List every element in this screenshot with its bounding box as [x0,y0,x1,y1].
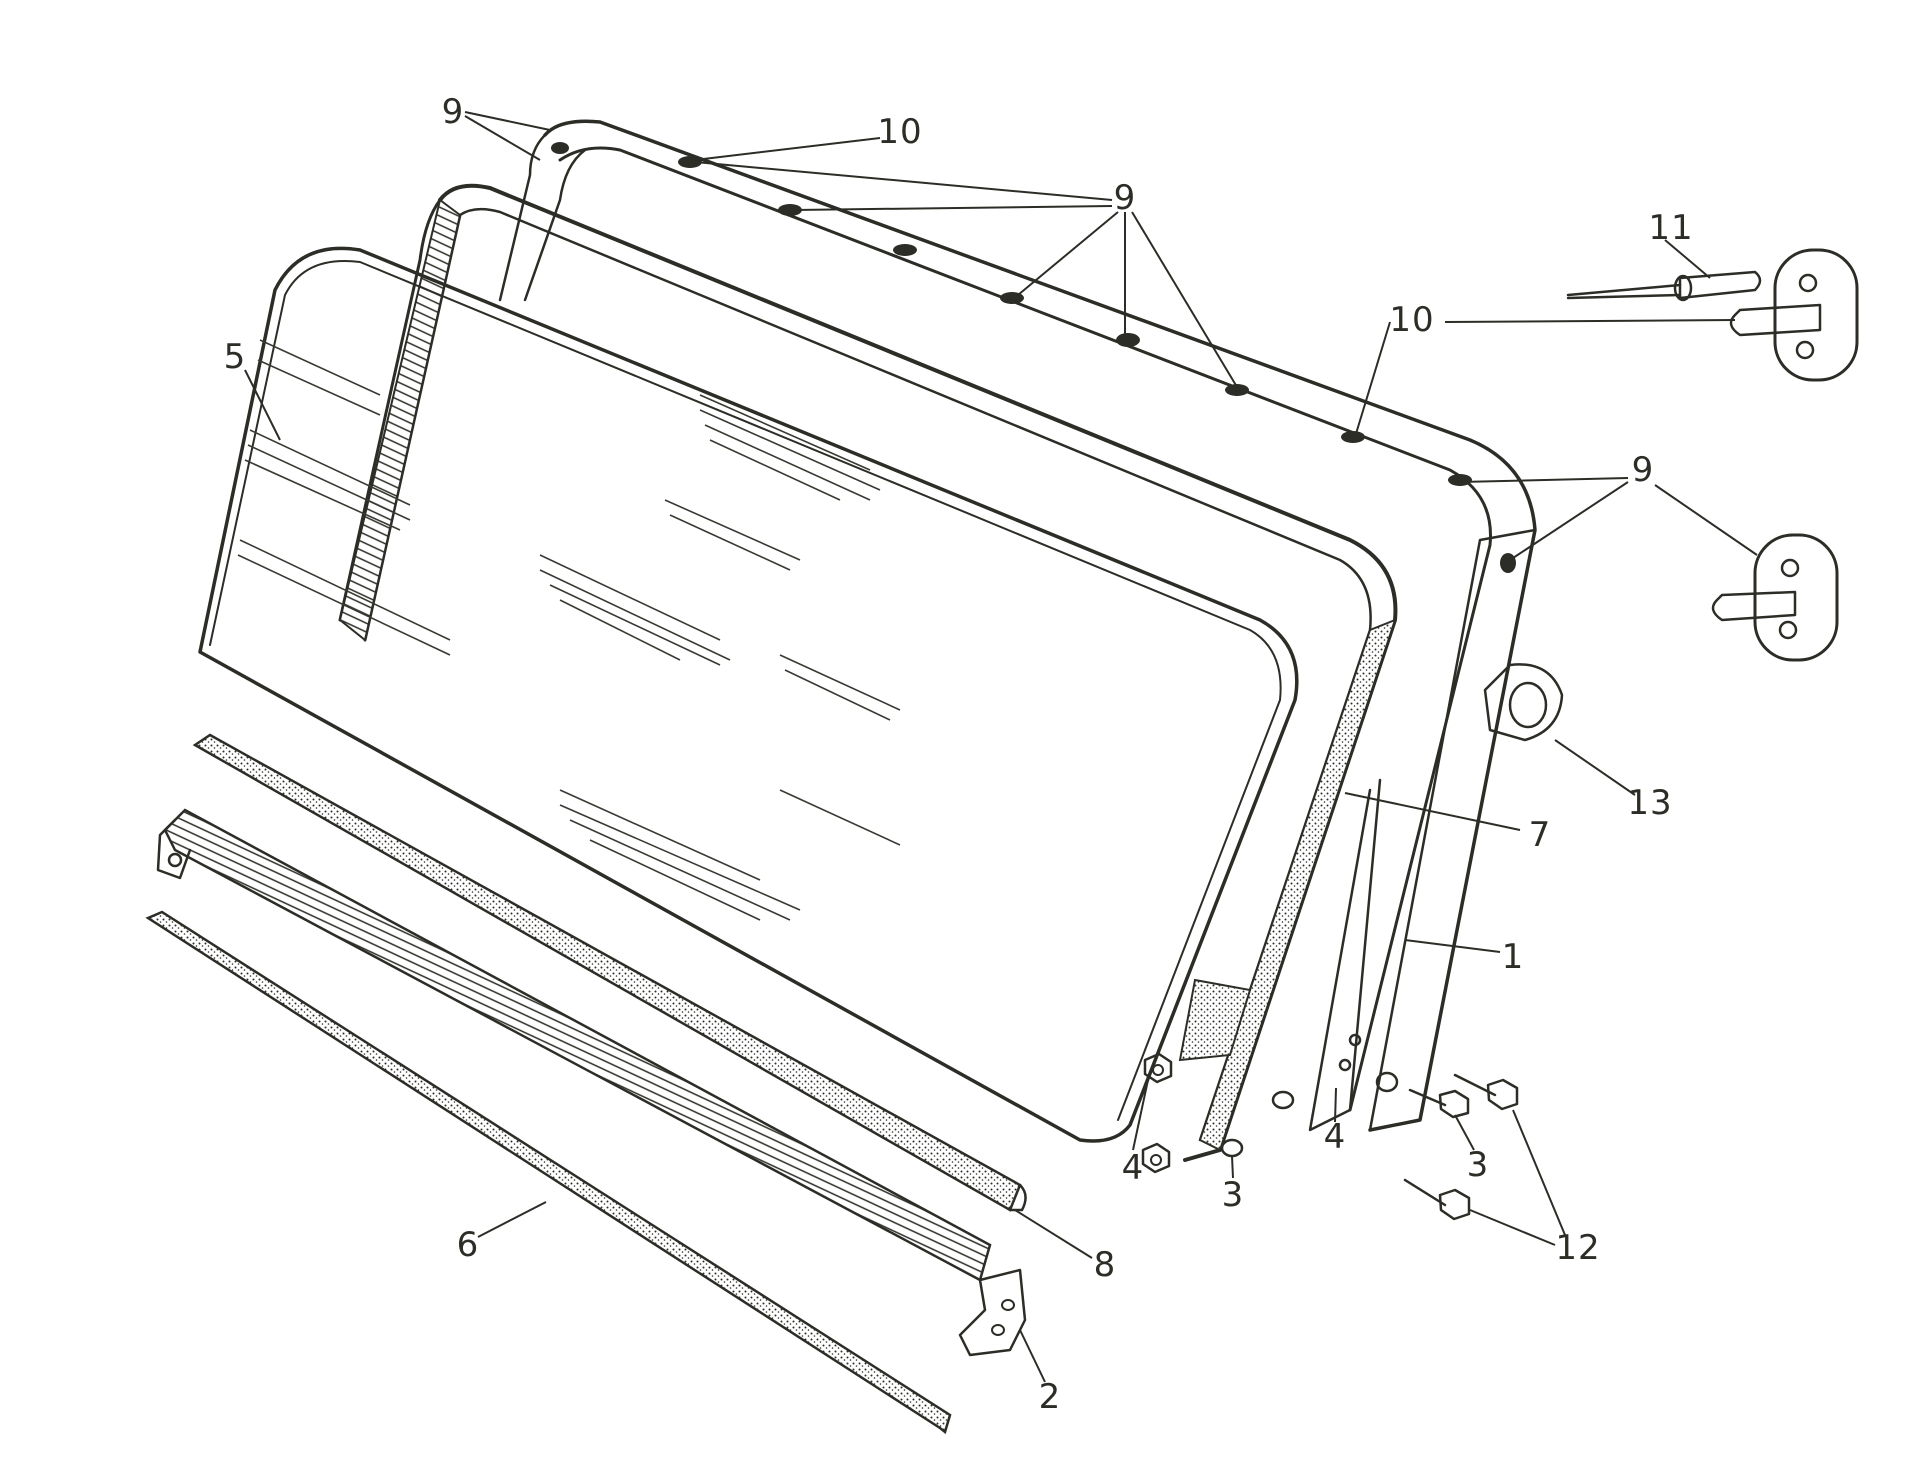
callout-label-10a: 10 [877,112,923,152]
callout-label-4a: 4 [1121,1148,1145,1188]
pin-part-11 [1566,270,1762,302]
callout-label-2: 2 [1038,1377,1062,1417]
callout-label-4b: 4 [1323,1117,1347,1157]
inner-channel-part-7 [338,183,1398,1162]
fasteners [1141,1052,1519,1221]
lower-bracket-part-2 [156,808,1027,1357]
callout-label-12: 12 [1555,1228,1601,1268]
callout-label-1: 1 [1501,937,1525,977]
fastener-plate-upper [1729,248,1859,382]
callout-label-9c: 9 [1631,450,1655,490]
seal-strip-part-6 [145,910,952,1435]
callout-label-8: 8 [1093,1245,1117,1285]
hinge-boss-part-13 [1483,663,1564,742]
callout-label-13: 13 [1627,783,1673,823]
lower-channel-part-8 [192,733,1027,1212]
fastener-plate-lower [1711,533,1839,662]
outer-frame-part-1 [498,119,1564,1132]
callout-label-9b: 9 [1113,178,1137,218]
callout-label-6: 6 [456,1225,480,1265]
glass-pane-part-5 [198,246,1299,1143]
callout-label-5: 5 [223,337,247,377]
callout-label-10b: 10 [1389,300,1435,340]
callout-label-3a: 3 [1221,1175,1245,1215]
callout-label-3b: 3 [1466,1145,1490,1185]
callout-label-11: 11 [1648,208,1694,248]
callout-label-7: 7 [1528,815,1552,855]
leader-lines [244,111,1758,1383]
callout-label-9a: 9 [441,92,465,132]
rivet-icons [551,142,1516,573]
